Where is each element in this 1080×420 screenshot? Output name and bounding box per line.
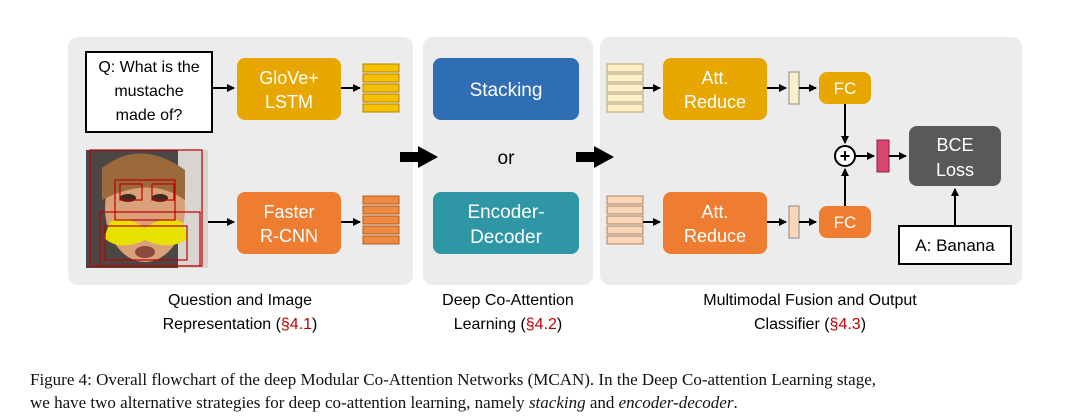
glove-line2: LSTM [265, 92, 313, 112]
answer-label: A: Banana [915, 236, 995, 255]
question-line2: mustache [114, 83, 183, 100]
coattention-label-line2: Learning (§4.2) [454, 316, 563, 333]
fc-top-box [819, 72, 871, 104]
encoder-decoder-line2: Decoder [470, 227, 542, 248]
caption-line1: Figure 4: Overall flowchart of the deep … [30, 370, 876, 389]
glove-line1: GloVe+ [259, 68, 319, 88]
faster-rcnn-box [237, 192, 341, 254]
or-label: or [498, 148, 516, 169]
big-arrow-right [576, 146, 614, 168]
encoder-decoder-line1: Encoder- [467, 202, 544, 223]
caption-em-encoder-decoder: encoder-decoder [618, 393, 734, 412]
fc-top-label: FC [834, 79, 857, 98]
answer-box [898, 225, 1012, 265]
reduced-image-vector [788, 205, 800, 239]
stacking-box [433, 58, 579, 120]
encoder-decoder-box [433, 192, 579, 254]
big-arrow-left [400, 146, 438, 168]
bce-loss-box [909, 126, 1001, 186]
stacking-label: Stacking [470, 80, 543, 101]
att-reduce-top-line2: Reduce [684, 92, 746, 112]
face-image [86, 149, 208, 268]
reduced-question-vector [788, 71, 800, 105]
question-line1: Q: What is the [98, 59, 199, 76]
att-reduce-bottom-box [663, 192, 767, 254]
fc-bottom-box [819, 206, 871, 238]
fusion-label-line2: Classifier (§4.3) [754, 316, 866, 333]
question-line3: made of? [116, 107, 183, 124]
caption-em-stacking: stacking [528, 393, 586, 412]
coattention-label-line1: Deep Co-Attention [442, 292, 574, 309]
bce-loss-line2: Loss [936, 160, 974, 180]
rcnn-line1: Faster [263, 202, 314, 222]
question-box [85, 51, 213, 133]
sum-symbol: + [840, 146, 851, 166]
fc-bottom-label: FC [834, 213, 857, 232]
att-reduce-bottom-line2: Reduce [684, 226, 746, 246]
att-reduce-top-box [663, 58, 767, 120]
rcnn-line2: R-CNN [260, 226, 318, 246]
representation-label-line1: Question and Image [168, 292, 312, 309]
fusion-label-line1: Multimodal Fusion and Output [703, 292, 917, 309]
caption-line2: we have two alternative strategies for d… [30, 393, 738, 412]
fused-vector [876, 139, 890, 173]
fused-image-feature-stack [606, 195, 644, 245]
figure-caption: Figure 4: Overall flowchart of the deep … [30, 368, 1060, 414]
representation-ref-link: §4.1 [281, 316, 312, 333]
representation-label-line2: Representation (§4.1) [163, 316, 318, 333]
coattention-ref-link: §4.2 [526, 316, 557, 333]
glove-lstm-box [237, 58, 341, 120]
bce-loss-line1: BCE [936, 135, 973, 155]
fused-question-feature-stack [606, 63, 644, 113]
question-feature-stack [362, 63, 400, 113]
att-reduce-top-line1: Att. [701, 68, 728, 88]
fusion-ref-link: §4.3 [830, 316, 861, 333]
att-reduce-bottom-line1: Att. [701, 202, 728, 222]
image-feature-stack [362, 195, 400, 245]
